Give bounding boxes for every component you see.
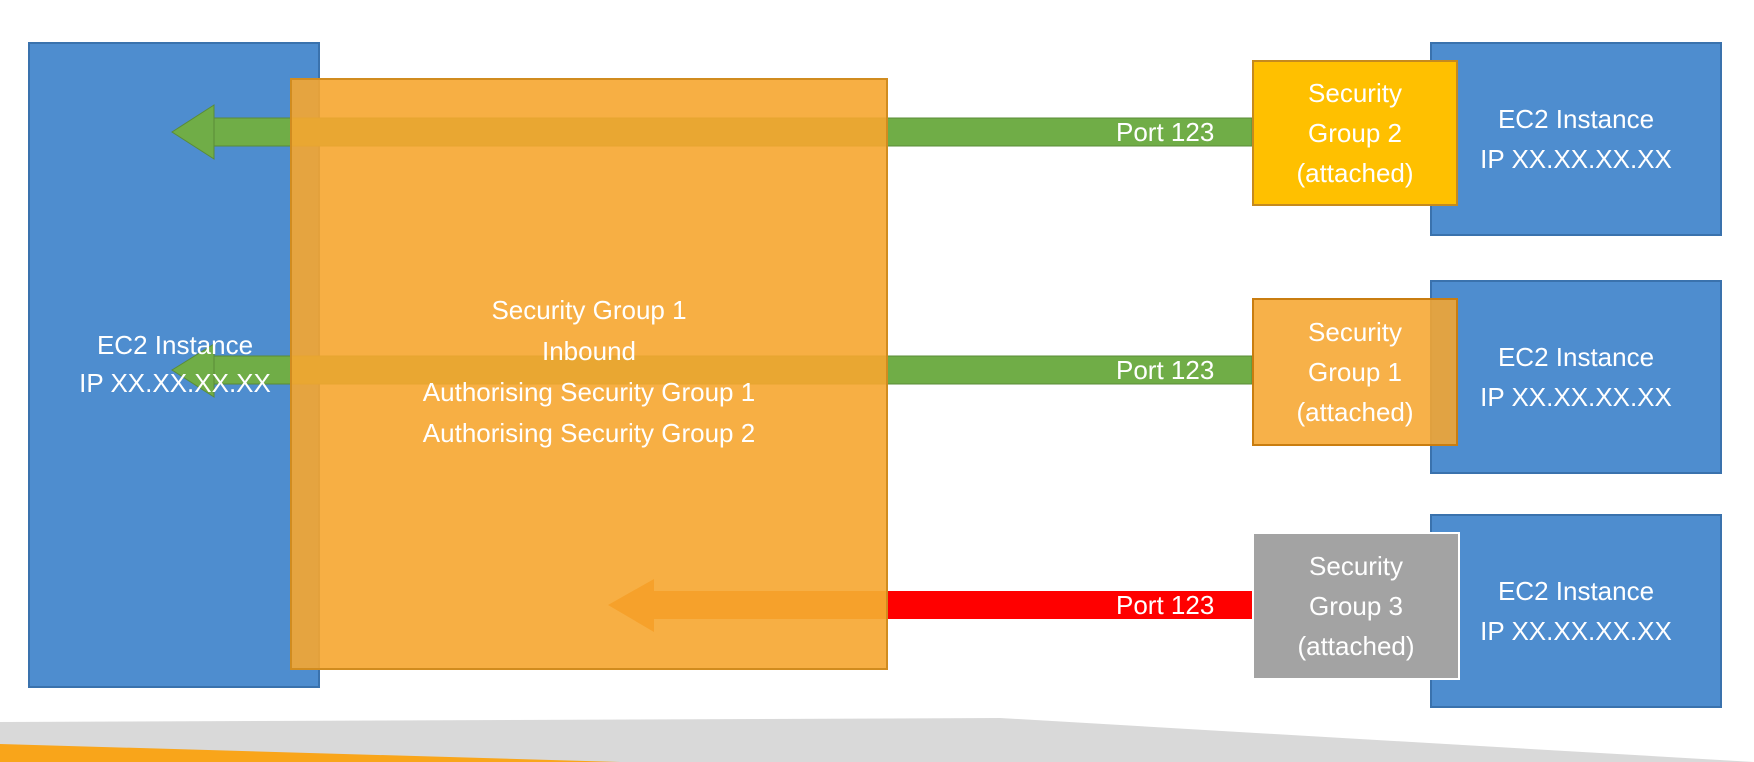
- left-ec2-label: EC2 Instance IP XX.XX.XX.XX: [30, 326, 320, 402]
- sg-line-3: (attached): [1296, 397, 1414, 427]
- sg-line-2: Group 3: [1309, 591, 1403, 621]
- instance-title: EC2 Instance: [1497, 342, 1655, 372]
- sg-line-1: Security: [1309, 551, 1403, 581]
- attached-security-group-1: Security Group 1 (attached): [1252, 298, 1458, 446]
- sg-line-2: Group 1: [1308, 357, 1402, 387]
- attached-security-group-3: Security Group 3 (attached): [1252, 532, 1460, 680]
- sg-line-3: (attached): [1297, 631, 1415, 661]
- rule-authorised-group-1: Authorising Security Group 1: [422, 377, 756, 407]
- sg-line-1: Security: [1308, 78, 1402, 108]
- instance-ip: IP XX.XX.XX.XX: [1480, 144, 1672, 174]
- instance-title: EC2 Instance: [96, 330, 254, 360]
- security-group-1-inbound: [290, 78, 888, 670]
- instance-ip: IP XX.XX.XX.XX: [79, 368, 271, 398]
- group-name: Security Group 1: [491, 295, 687, 325]
- allowed-arrow-head-1: [171, 104, 215, 160]
- right-ec2-instance-3: EC2 Instance IP XX.XX.XX.XX: [1430, 514, 1722, 708]
- instance-title: EC2 Instance: [1497, 104, 1655, 134]
- rule-authorised-group-2: Authorising Security Group 2: [422, 418, 756, 448]
- attached-security-group-2: Security Group 2 (attached): [1252, 60, 1458, 206]
- port-label-1: Port 123: [1116, 117, 1215, 147]
- sg-line-3: (attached): [1296, 158, 1414, 188]
- instance-ip: IP XX.XX.XX.XX: [1480, 616, 1672, 646]
- sg-line-2: Group 2: [1308, 118, 1402, 148]
- port-label-3: Port 123: [1116, 590, 1215, 620]
- allowed-arrow-head-2: [171, 343, 215, 398]
- port-label-2: Port 123: [1116, 355, 1215, 385]
- sg-line-1: Security: [1308, 317, 1402, 347]
- rule-direction: Inbound: [542, 336, 636, 366]
- security-group-1-rules: Security Group 1 Inbound Authorising Sec…: [290, 290, 888, 454]
- instance-ip: IP XX.XX.XX.XX: [1480, 382, 1672, 412]
- blocked-connection-line: [886, 591, 1252, 619]
- instance-title: EC2 Instance: [1497, 576, 1655, 606]
- footer-gray-band: [0, 718, 1754, 762]
- footer-orange-band: [0, 744, 620, 762]
- right-ec2-instance-2: EC2 Instance IP XX.XX.XX.XX: [1430, 280, 1722, 474]
